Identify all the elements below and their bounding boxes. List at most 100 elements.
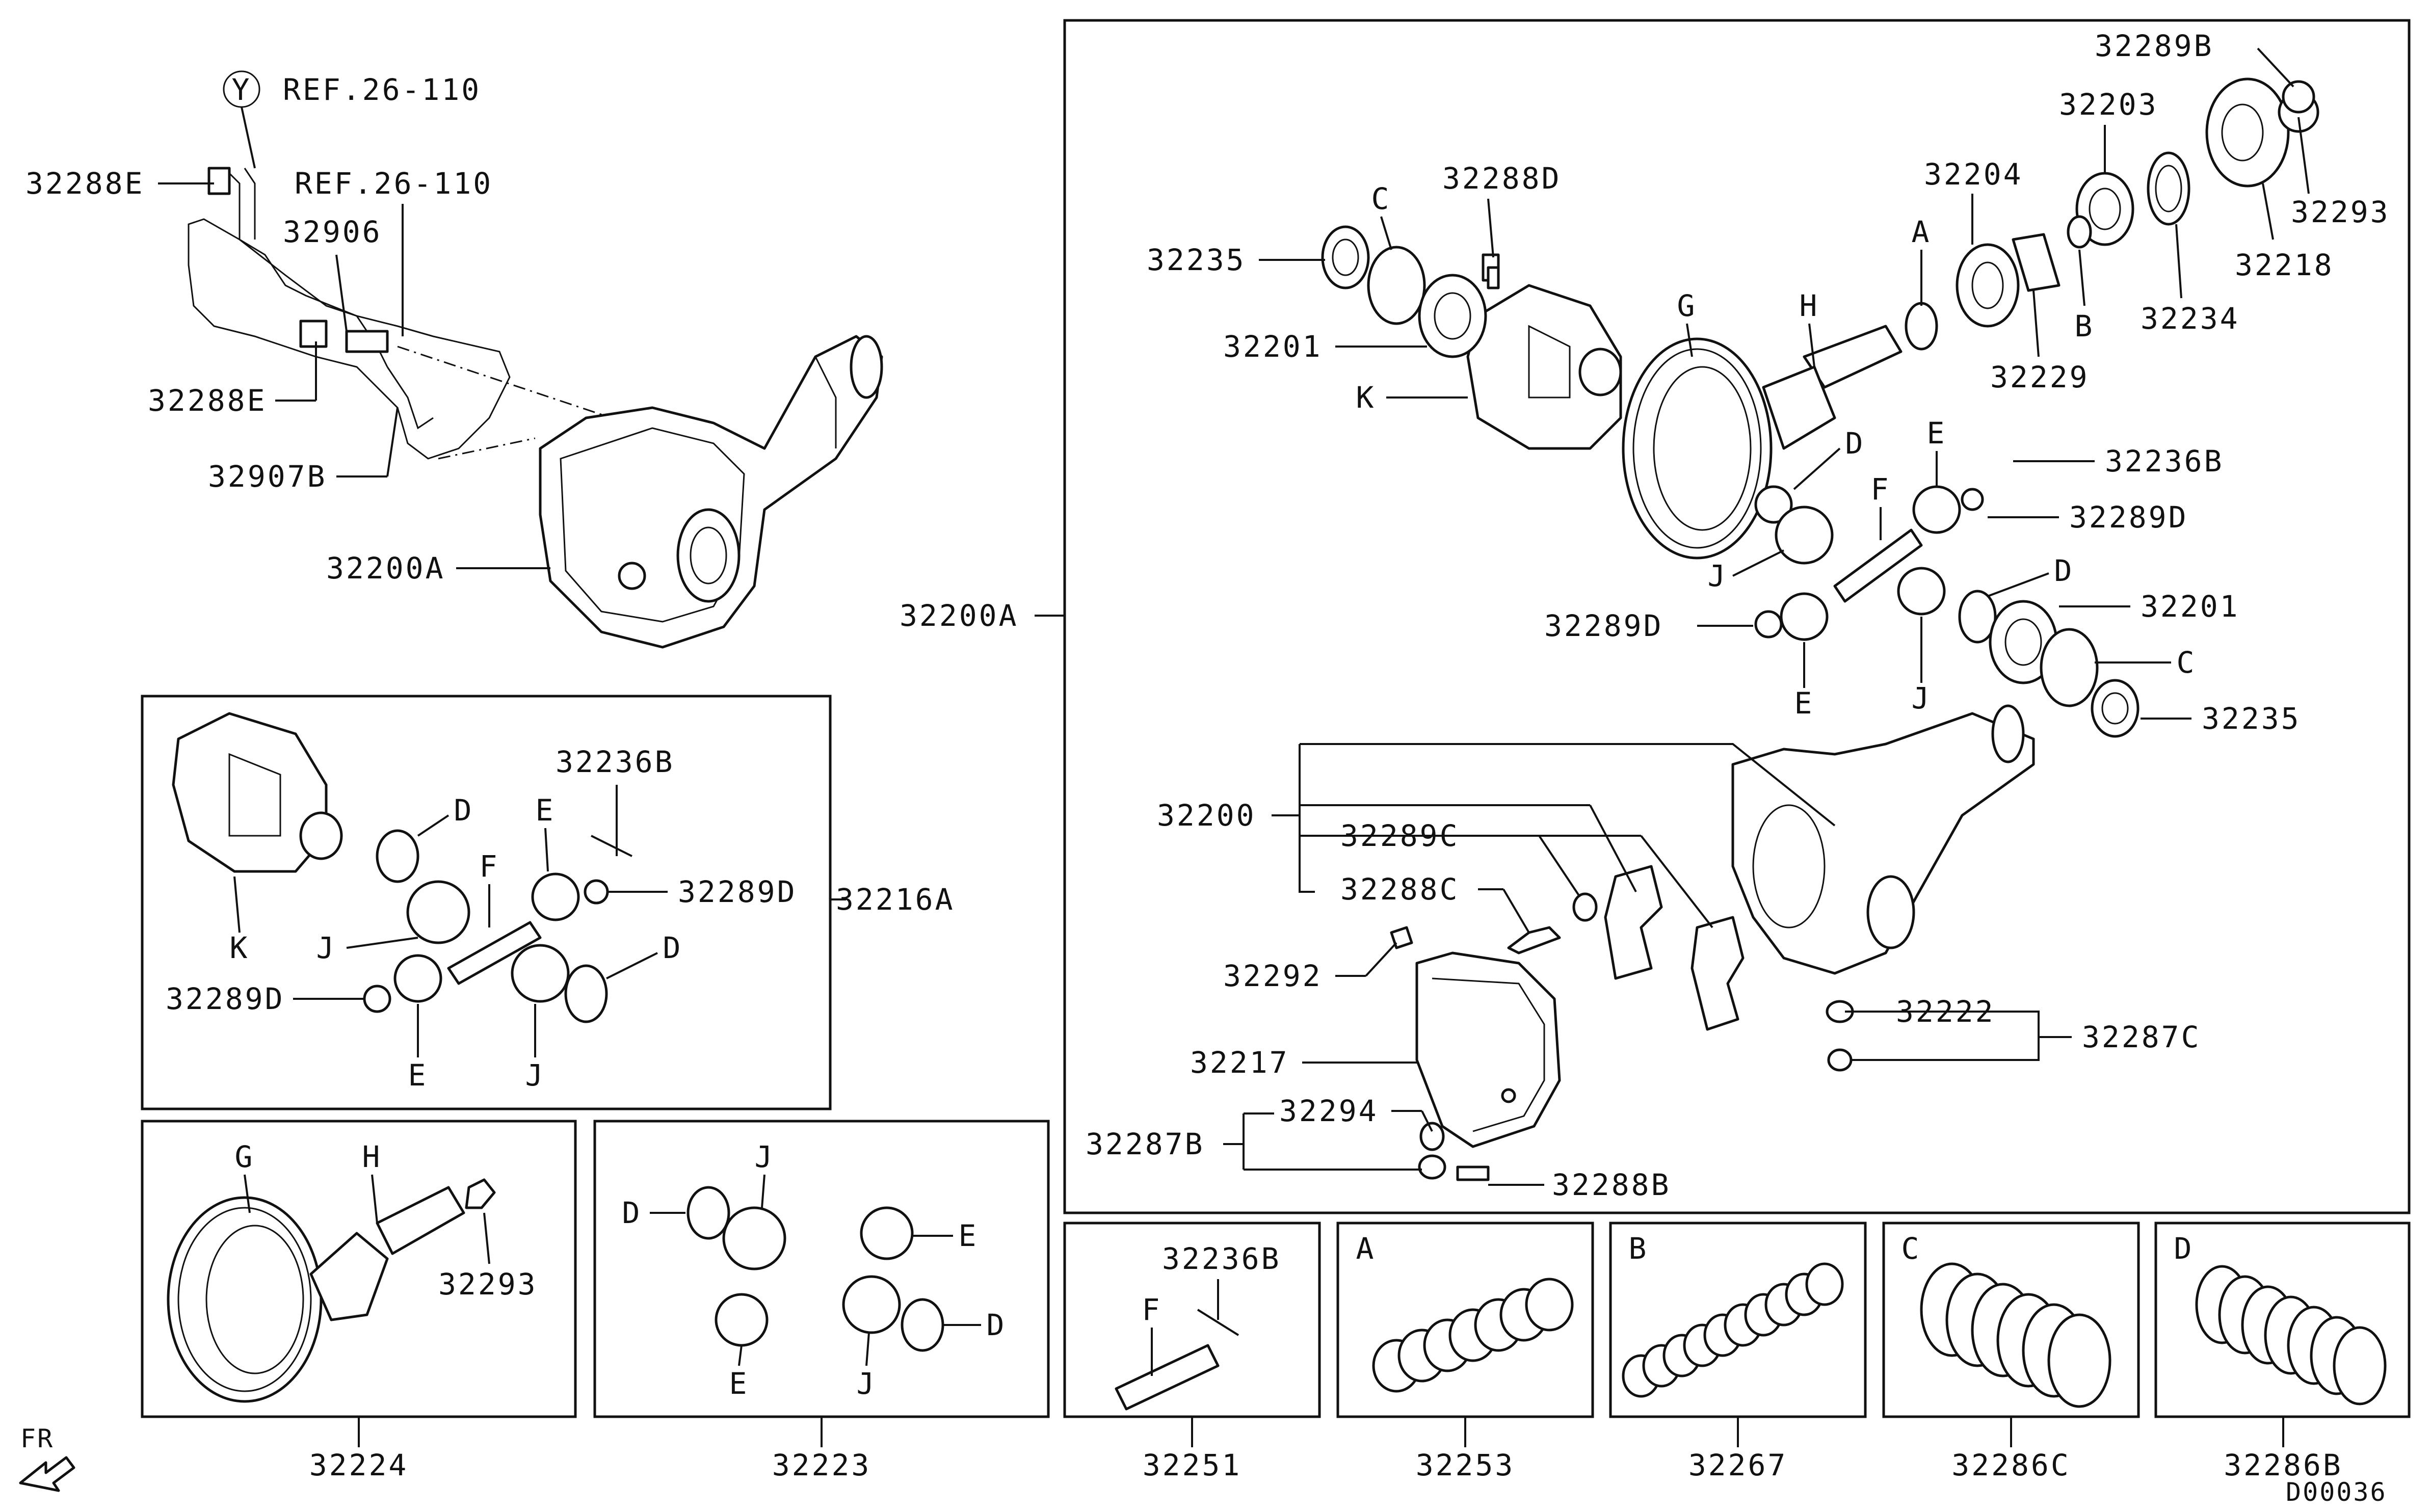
part-label-32289C: 32289C — [1340, 818, 1460, 853]
letter-H-32224: H — [362, 1139, 382, 1174]
part-label-32293-box: 32293 — [438, 1267, 538, 1302]
plugs-and-bolts — [1418, 266, 1854, 1181]
letter-E-box-b: E — [408, 1058, 428, 1093]
letter-E-box-a: E — [536, 793, 556, 828]
letter-E-a: E — [1927, 416, 1947, 450]
part-label-32203: 32203 — [2059, 87, 2158, 122]
caption-32223: 32223 — [772, 1448, 871, 1482]
part-label-32288C: 32288C — [1340, 872, 1460, 907]
box-32286C-shims — [1920, 1262, 2111, 1408]
differential-carrier-assembly — [188, 167, 883, 649]
part-label-32287B: 32287B — [1086, 1127, 1205, 1161]
letter-F-32251: F — [1142, 1292, 1162, 1327]
main-box-side-label: 32200A — [900, 598, 1019, 633]
letter-C-b: C — [2177, 645, 2197, 680]
part-label-32292: 32292 — [1223, 959, 1323, 993]
letter-H: H — [1800, 288, 1819, 323]
letter-J-b: J — [1912, 681, 1932, 715]
part-label-32287C: 32287C — [2082, 1020, 2201, 1054]
carrier-housing — [1731, 704, 2035, 975]
part-label-32235-a: 32235 — [1147, 243, 1246, 277]
part-label-32289D-b: 32289D — [1544, 608, 1663, 643]
letter-F-box: F — [480, 849, 499, 884]
part-label-32907B: 32907B — [208, 459, 327, 494]
part-label-32289D-box-a: 32289D — [678, 874, 797, 909]
letter-D-box-b: D — [663, 931, 683, 965]
svg-text:Y: Y — [232, 72, 252, 107]
box-32267-shims — [1622, 1262, 1844, 1398]
box-32223 — [593, 1120, 1050, 1418]
side-bearings-right — [1989, 600, 2140, 738]
caption-32253: 32253 — [1416, 1448, 1515, 1482]
part-label-32201-a: 32201 — [1223, 329, 1323, 364]
part-label-32289D-box-b: 32289D — [166, 982, 285, 1016]
letter-J-box-a: J — [316, 931, 336, 965]
part-label-32236B: 32236B — [2105, 444, 2224, 479]
side-bearings-left — [1321, 225, 1500, 358]
part-label-32235-b: 32235 — [2202, 701, 2301, 736]
front-label: FR — [20, 1424, 54, 1453]
part-label-32288B: 32288B — [1552, 1168, 1671, 1202]
part-label-32201-b: 32201 — [2141, 589, 2240, 624]
letter-E-32223-a: E — [959, 1218, 979, 1253]
ring-gear — [1622, 337, 1773, 560]
part-label-32289B: 32289B — [2095, 29, 2214, 63]
box-32251-parts — [1115, 1309, 1239, 1411]
letter-K-box: K — [230, 931, 250, 965]
caption-32224: 32224 — [309, 1448, 409, 1482]
letter-E-32223-b: E — [729, 1366, 749, 1401]
box-32253-shims — [1372, 1278, 1574, 1393]
box-32286B-shims — [2195, 1265, 2387, 1405]
letter-G-32224: G — [235, 1139, 255, 1174]
ref-circle-marker: Y — [223, 70, 260, 169]
part-label-32217: 32217 — [1190, 1045, 1289, 1080]
ref-label-1: REF.26-110 — [283, 72, 481, 107]
part-label-32236B-32251: 32236B — [1162, 1241, 1281, 1276]
part-label-32293: 32293 — [2291, 195, 2390, 229]
caption-32267: 32267 — [1688, 1448, 1788, 1482]
part-label-32288E: 32288E — [25, 166, 145, 201]
letter-D-a: D — [1845, 426, 1865, 461]
differential-case — [1466, 284, 1622, 450]
part-label-32288E-b: 32288E — [148, 383, 267, 418]
letter-D-box-a: D — [454, 793, 474, 828]
letter-J-box-b: J — [525, 1058, 545, 1093]
part-label-32229: 32229 — [1990, 360, 2090, 394]
letter-B-32267: B — [1629, 1231, 1649, 1266]
caption-32251: 32251 — [1143, 1448, 1242, 1482]
letter-B: B — [2075, 309, 2095, 343]
letter-A-32253: A — [1356, 1231, 1376, 1266]
letter-A: A — [1912, 215, 1932, 249]
companion-flange — [2205, 77, 2319, 188]
front-arrow-icon — [19, 1456, 75, 1492]
part-label-32200A: 32200A — [326, 551, 445, 586]
drive-pinion — [1762, 325, 1903, 450]
part-label-32288D: 32288D — [1442, 161, 1562, 196]
part-label-32204: 32204 — [1924, 157, 2023, 192]
letter-C-32286C: C — [1901, 1231, 1921, 1266]
ref-label-2: REF.26-110 — [295, 166, 493, 201]
box-32216A-parts — [172, 712, 632, 1023]
rear-cover — [1390, 926, 1561, 1148]
part-label-32200: 32200 — [1157, 798, 1256, 833]
pinion-bearing-parts — [1905, 151, 2190, 351]
letter-D-32286B: D — [2174, 1231, 2194, 1266]
caption-32286C: 32286C — [1951, 1448, 2071, 1482]
part-label-32294: 32294 — [1279, 1094, 1379, 1128]
box-32216A — [141, 695, 832, 1110]
letter-J-a: J — [1708, 559, 1728, 593]
part-label-32289D-a: 32289D — [2069, 500, 2188, 535]
letter-D-32223-a: D — [622, 1196, 642, 1230]
letter-G: G — [1677, 288, 1697, 323]
letter-F: F — [1871, 472, 1891, 507]
box-32224-parts — [167, 1178, 496, 1403]
letter-D-32223-b: D — [987, 1308, 1007, 1342]
part-label-32218: 32218 — [2235, 248, 2334, 282]
box-32216A-side-label: 32216A — [836, 882, 955, 917]
part-label-32236B-box: 32236B — [556, 745, 675, 779]
letter-K: K — [1356, 380, 1376, 415]
letter-E-b: E — [1794, 686, 1814, 721]
pinion-gears-main — [1754, 485, 1997, 644]
bearing-caps — [1507, 865, 1745, 1031]
